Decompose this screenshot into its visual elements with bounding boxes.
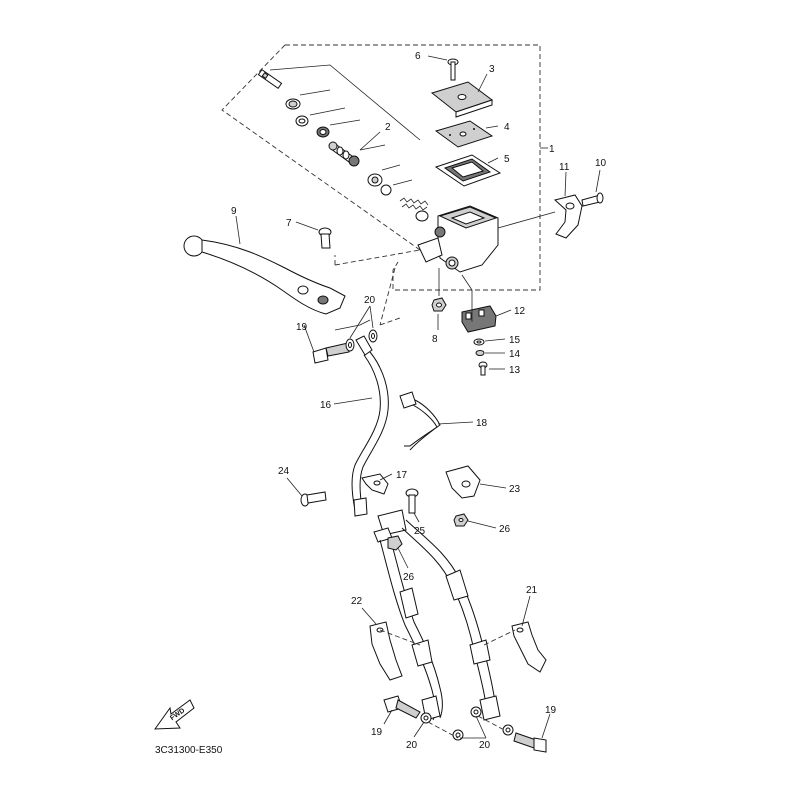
union-bolt-lower-right [513,732,547,753]
callout-23: 23 [509,484,521,495]
callout-8: 8 [432,334,438,345]
switch-lead [399,391,441,451]
diaphragm-plate-part [434,120,494,148]
callout-19-lower-left: 19 [371,727,383,738]
callout-4: 4 [504,122,510,133]
hose-guide-21 [511,621,547,673]
callout-9: 9 [231,206,237,217]
bracket-nut-upper [453,513,469,527]
callout-26-right: 26 [499,524,511,535]
callout-19-upper: 19 [296,322,308,333]
piston-kit [257,64,429,222]
lower-brake-hoses [373,509,501,721]
callout-20-lower-right: 20 [479,740,491,751]
callout-16: 16 [320,400,332,411]
brake-light-switch [461,274,497,333]
copper-washers-upper [345,329,378,352]
dust-boot-part [285,98,301,110]
forward-arrow-icon: FWD [153,699,195,730]
callout-17: 17 [396,470,408,481]
callout-25: 25 [414,526,426,537]
assembly-boundary [221,44,541,326]
hose-bracket-23 [445,465,481,499]
spring-part [399,197,429,222]
union-bolt-upper [312,342,350,364]
callout-7: 7 [286,218,292,229]
callout-1: 1 [549,144,555,155]
callout-26-lower: 26 [403,572,415,583]
callout-12: 12 [514,306,526,317]
handlebar-holder [553,194,583,239]
callout-labels: 1 2 3 4 5 6 7 8 9 10 11 12 13 14 15 16 1… [231,51,607,751]
holder-bolt [581,192,604,207]
callout-14: 14 [509,349,521,360]
reservoir-cap-part [430,81,494,118]
pivot-bolt [318,227,332,249]
callout-21: 21 [526,585,538,596]
cup-part [367,173,383,187]
seal-part [316,126,330,138]
callout-6: 6 [415,51,421,62]
callout-18: 18 [476,418,488,429]
joint-bolt [405,488,419,514]
bracket-nut-lower [387,535,403,551]
callout-20-upper: 20 [364,295,376,306]
diaphragm-part [434,154,502,187]
callout-3: 3 [489,64,495,75]
copper-washers-lower-left [420,712,464,741]
hose-guide-22 [369,621,403,681]
callout-13: 13 [509,365,521,376]
master-cylinder-body [417,205,556,273]
callout-22: 22 [351,596,363,607]
diagram-code: 3C31300-E350 [155,745,223,756]
hose-clamp [361,473,389,495]
switch-washer [473,338,485,346]
leader-lines [235,55,601,739]
callout-20-lower-left: 20 [406,740,418,751]
callout-15: 15 [509,335,521,346]
push-rod-part [257,68,283,90]
callout-24: 24 [278,466,290,477]
brake-hose [351,335,389,517]
reservoir-cap-stack [430,58,502,187]
washer-part [380,184,392,196]
copper-washers-lower-right [470,706,514,736]
cap-screw-part [447,58,459,81]
callout-11: 11 [559,162,570,173]
callout-5: 5 [504,154,510,165]
switch-screw [478,361,488,376]
brake-lever [183,235,346,315]
callout-19-lower-right: 19 [545,705,557,716]
clamp-bolt [300,491,327,507]
union-bolt-lower-left [383,695,421,719]
switch-spring-washer [475,350,485,356]
callout-2: 2 [385,122,391,133]
callout-10: 10 [595,158,607,169]
pivot-nut [431,268,447,312]
circlip-part [295,115,309,127]
piston-part [328,141,360,167]
